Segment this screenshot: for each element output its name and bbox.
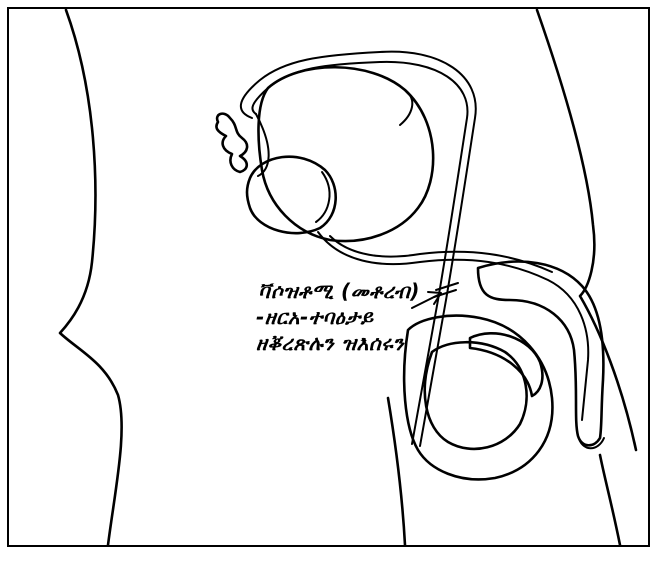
body-outline-back <box>60 10 122 545</box>
label-line-1: ቫሶዝቶሚ (መቶረብ) <box>258 281 420 301</box>
diagram-frame <box>8 8 649 546</box>
label-line-2: -ዘርአ-ተባዕታይ <box>256 307 373 327</box>
bladder-wall <box>400 90 412 125</box>
label-line-3: ዘቖረጽሉን ዝእሰሩን <box>256 333 404 353</box>
prostate-inner <box>316 172 330 222</box>
thigh-outline-2 <box>600 455 620 545</box>
scrotum <box>404 316 552 480</box>
bladder <box>258 67 433 241</box>
urethra-inner <box>330 236 552 272</box>
testis <box>425 342 527 449</box>
seminal-vesicle <box>216 114 247 172</box>
penis <box>478 262 603 446</box>
thigh-outline <box>388 398 405 545</box>
vas-deferens-outer <box>241 52 476 446</box>
